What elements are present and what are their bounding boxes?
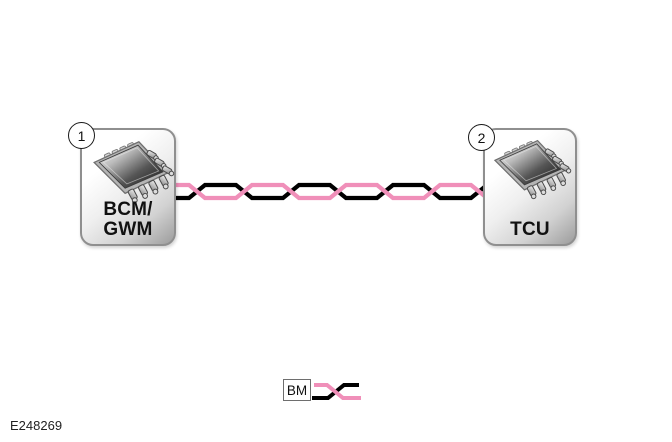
module-label-line: BCM/ xyxy=(103,199,153,220)
twisted-pair-icon xyxy=(312,383,361,400)
module-label-tcu: TCU xyxy=(485,220,575,240)
chip-icon xyxy=(93,140,175,204)
callout-2-badge: 2 xyxy=(468,124,495,151)
module-tcu: TCU xyxy=(483,128,577,246)
module-label-bcm-gwm: BCM/ GWM xyxy=(82,200,174,240)
figure-id: E248269 xyxy=(10,418,63,433)
module-bcm-gwm: BCM/ GWM xyxy=(80,128,176,246)
legend-wire-pink xyxy=(314,383,361,400)
bus-code-label: BM xyxy=(283,379,311,401)
chip-icon xyxy=(493,139,572,200)
module-label-line: TCU xyxy=(510,219,550,240)
callout-1-badge: 1 xyxy=(68,122,95,149)
bus-legend: BM xyxy=(283,377,373,405)
wire-pink xyxy=(168,182,492,201)
module-label-line: GWM xyxy=(103,219,153,240)
